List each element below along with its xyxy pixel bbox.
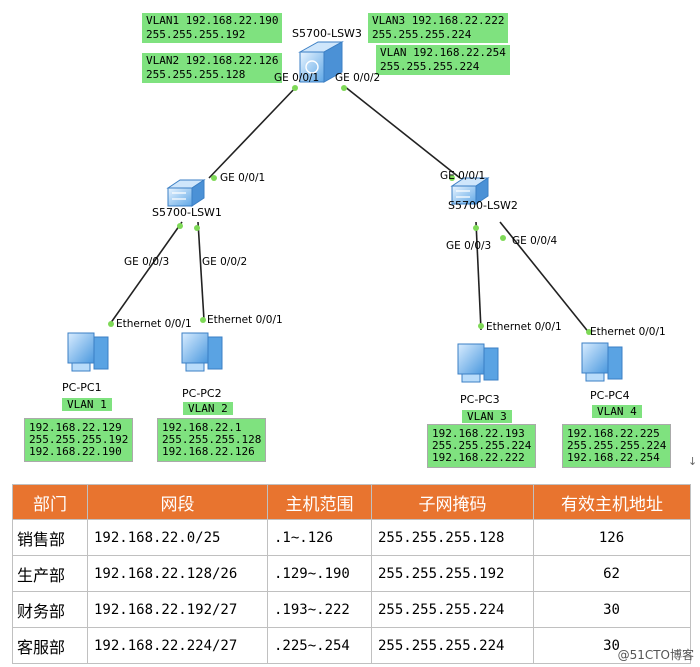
links [109, 85, 591, 335]
link-lsw1-pc1 [109, 221, 183, 325]
lsw1-port-ge003: GE 0/0/3 [124, 256, 170, 268]
link-lsw3-lsw2 [343, 85, 461, 179]
table-header-row: 部门 网段 主机范围 子网掩码 有效主机地址 [12, 484, 691, 520]
lsw1-name: S5700-LSW1 [152, 206, 222, 219]
pc4-port-eth: Ethernet 0/0/1 [590, 326, 666, 338]
port-dot [211, 175, 217, 181]
table-row: 客服部 192.168.22.224/27 .225~.254 255.255.… [12, 627, 691, 664]
pc1-name: PC-PC1 [62, 381, 102, 394]
pc4-name: PC-PC4 [590, 389, 630, 402]
lsw2-port-ge004: GE 0/0/4 [512, 235, 558, 247]
cell-subnet-mask: 255.255.255.224 [371, 627, 534, 664]
port-dot [478, 323, 484, 329]
cell-host-range: .225~.254 [267, 627, 372, 664]
pc3-ip-config: 192.168.22.193 255.255.255.224 192.168.2… [427, 424, 537, 468]
lsw1-port-ge002: GE 0/0/2 [202, 256, 248, 268]
pc1-ip-config: 192.168.22.129 255.255.255.192 192.168.2… [24, 418, 134, 462]
lsw3-vlan2-label: VLAN2 192.168.22.126 255.255.255.128 [142, 53, 283, 83]
header-network: 网段 [87, 484, 268, 520]
port-dot [473, 225, 479, 231]
lsw3-port-ge002: GE 0/0/2 [335, 72, 381, 84]
link-lsw3-lsw1 [208, 85, 298, 179]
header-subnet-mask: 子网掩码 [371, 484, 534, 520]
cell-usable-hosts: 30 [533, 627, 691, 664]
lsw3-name: S5700-LSW3 [292, 27, 362, 40]
cell-host-range: .1~.126 [267, 519, 372, 556]
cell-usable-hosts: 62 [533, 555, 691, 592]
link-lsw2-pc4 [499, 221, 591, 335]
port-dot [449, 175, 455, 181]
lsw2-name: S5700-LSW2 [448, 199, 518, 212]
port-dot [194, 225, 200, 231]
cell-subnet-mask: 255.255.255.192 [371, 555, 534, 592]
cell-department: 客服部 [12, 627, 88, 664]
switch-lsw1-icon [166, 179, 206, 207]
lsw3-vlan4-label: VLAN 192.168.22.254 255.255.255.224 [376, 45, 510, 75]
table-row: 生产部 192.168.22.128/26 .129~.190 255.255.… [12, 555, 691, 592]
switch-lsw2-icon [450, 177, 490, 205]
cell-department: 生产部 [12, 555, 88, 592]
cell-subnet-mask: 255.255.255.128 [371, 519, 534, 556]
cell-host-range: .193~.222 [267, 591, 372, 628]
header-usable-hosts: 有效主机地址 [533, 484, 691, 520]
pc1-vlan-tag: VLAN 1 [62, 398, 112, 411]
switch-lsw3-icon [298, 41, 344, 83]
link-lsw1-pc2 [197, 221, 205, 321]
pc3-vlan-tag: VLAN 3 [462, 410, 512, 423]
lsw1-port-ge001: GE 0/0/1 [220, 172, 266, 184]
cell-department: 销售部 [12, 519, 88, 556]
port-dot [108, 321, 114, 327]
lsw3-port-ge001: GE 0/0/1 [274, 72, 320, 84]
paragraph-mark: ↓ [688, 455, 698, 468]
pc4-ip-config: 192.168.22.225 255.255.255.224 192.168.2… [562, 424, 672, 468]
cell-department: 财务部 [12, 591, 88, 628]
port-dot [586, 329, 592, 335]
table-row: 销售部 192.168.22.0/25 .1~.126 255.255.255.… [12, 519, 691, 556]
pc2-ip-config: 192.168.22.1 255.255.255.128 192.168.22.… [157, 418, 267, 462]
cell-usable-hosts: 30 [533, 591, 691, 628]
lsw3-vlan3-label: VLAN3 192.168.22.222 255.255.255.224 [368, 13, 509, 43]
cell-subnet-mask: 255.255.255.224 [371, 591, 534, 628]
header-host-range: 主机范围 [267, 484, 372, 520]
pc3-icon [457, 343, 499, 383]
lsw2-port-ge003: GE 0/0/3 [446, 240, 492, 252]
link-lsw2-pc3 [475, 221, 482, 331]
pc2-icon [181, 332, 223, 372]
port-dot [500, 235, 506, 241]
subnet-table: 部门 网段 主机范围 子网掩码 有效主机地址 销售部 192.168.22.0/… [12, 484, 691, 664]
port-dots [108, 85, 592, 335]
pc2-vlan-tag: VLAN 2 [183, 402, 233, 415]
pc3-name: PC-PC3 [460, 393, 500, 406]
pc1-port-eth: Ethernet 0/0/1 [116, 318, 192, 330]
table-row: 财务部 192.168.22.192/27 .193~.222 255.255.… [12, 591, 691, 628]
pc1-icon [67, 332, 109, 372]
port-dot [341, 85, 347, 91]
cell-network: 192.168.22.0/25 [87, 519, 268, 556]
port-dot [200, 317, 206, 323]
watermark: @51CTO博客 [617, 648, 694, 662]
port-dot [292, 85, 298, 91]
cell-network: 192.168.22.224/27 [87, 627, 268, 664]
pc2-port-eth: Ethernet 0/0/1 [207, 314, 283, 326]
pc4-vlan-tag: VLAN 4 [592, 405, 642, 418]
network-topology [67, 41, 623, 383]
pc4-icon [581, 342, 623, 382]
port-dot [177, 223, 183, 229]
cell-host-range: .129~.190 [267, 555, 372, 592]
cell-network: 192.168.22.192/27 [87, 591, 268, 628]
cell-network: 192.168.22.128/26 [87, 555, 268, 592]
pc3-port-eth: Ethernet 0/0/1 [486, 321, 562, 333]
header-department: 部门 [12, 484, 88, 520]
pc2-name: PC-PC2 [182, 387, 222, 400]
cell-usable-hosts: 126 [533, 519, 691, 556]
lsw3-vlan1-label: VLAN1 192.168.22.190 255.255.255.192 [142, 13, 283, 43]
lsw2-port-ge001: GE 0/0/1 [440, 170, 486, 182]
